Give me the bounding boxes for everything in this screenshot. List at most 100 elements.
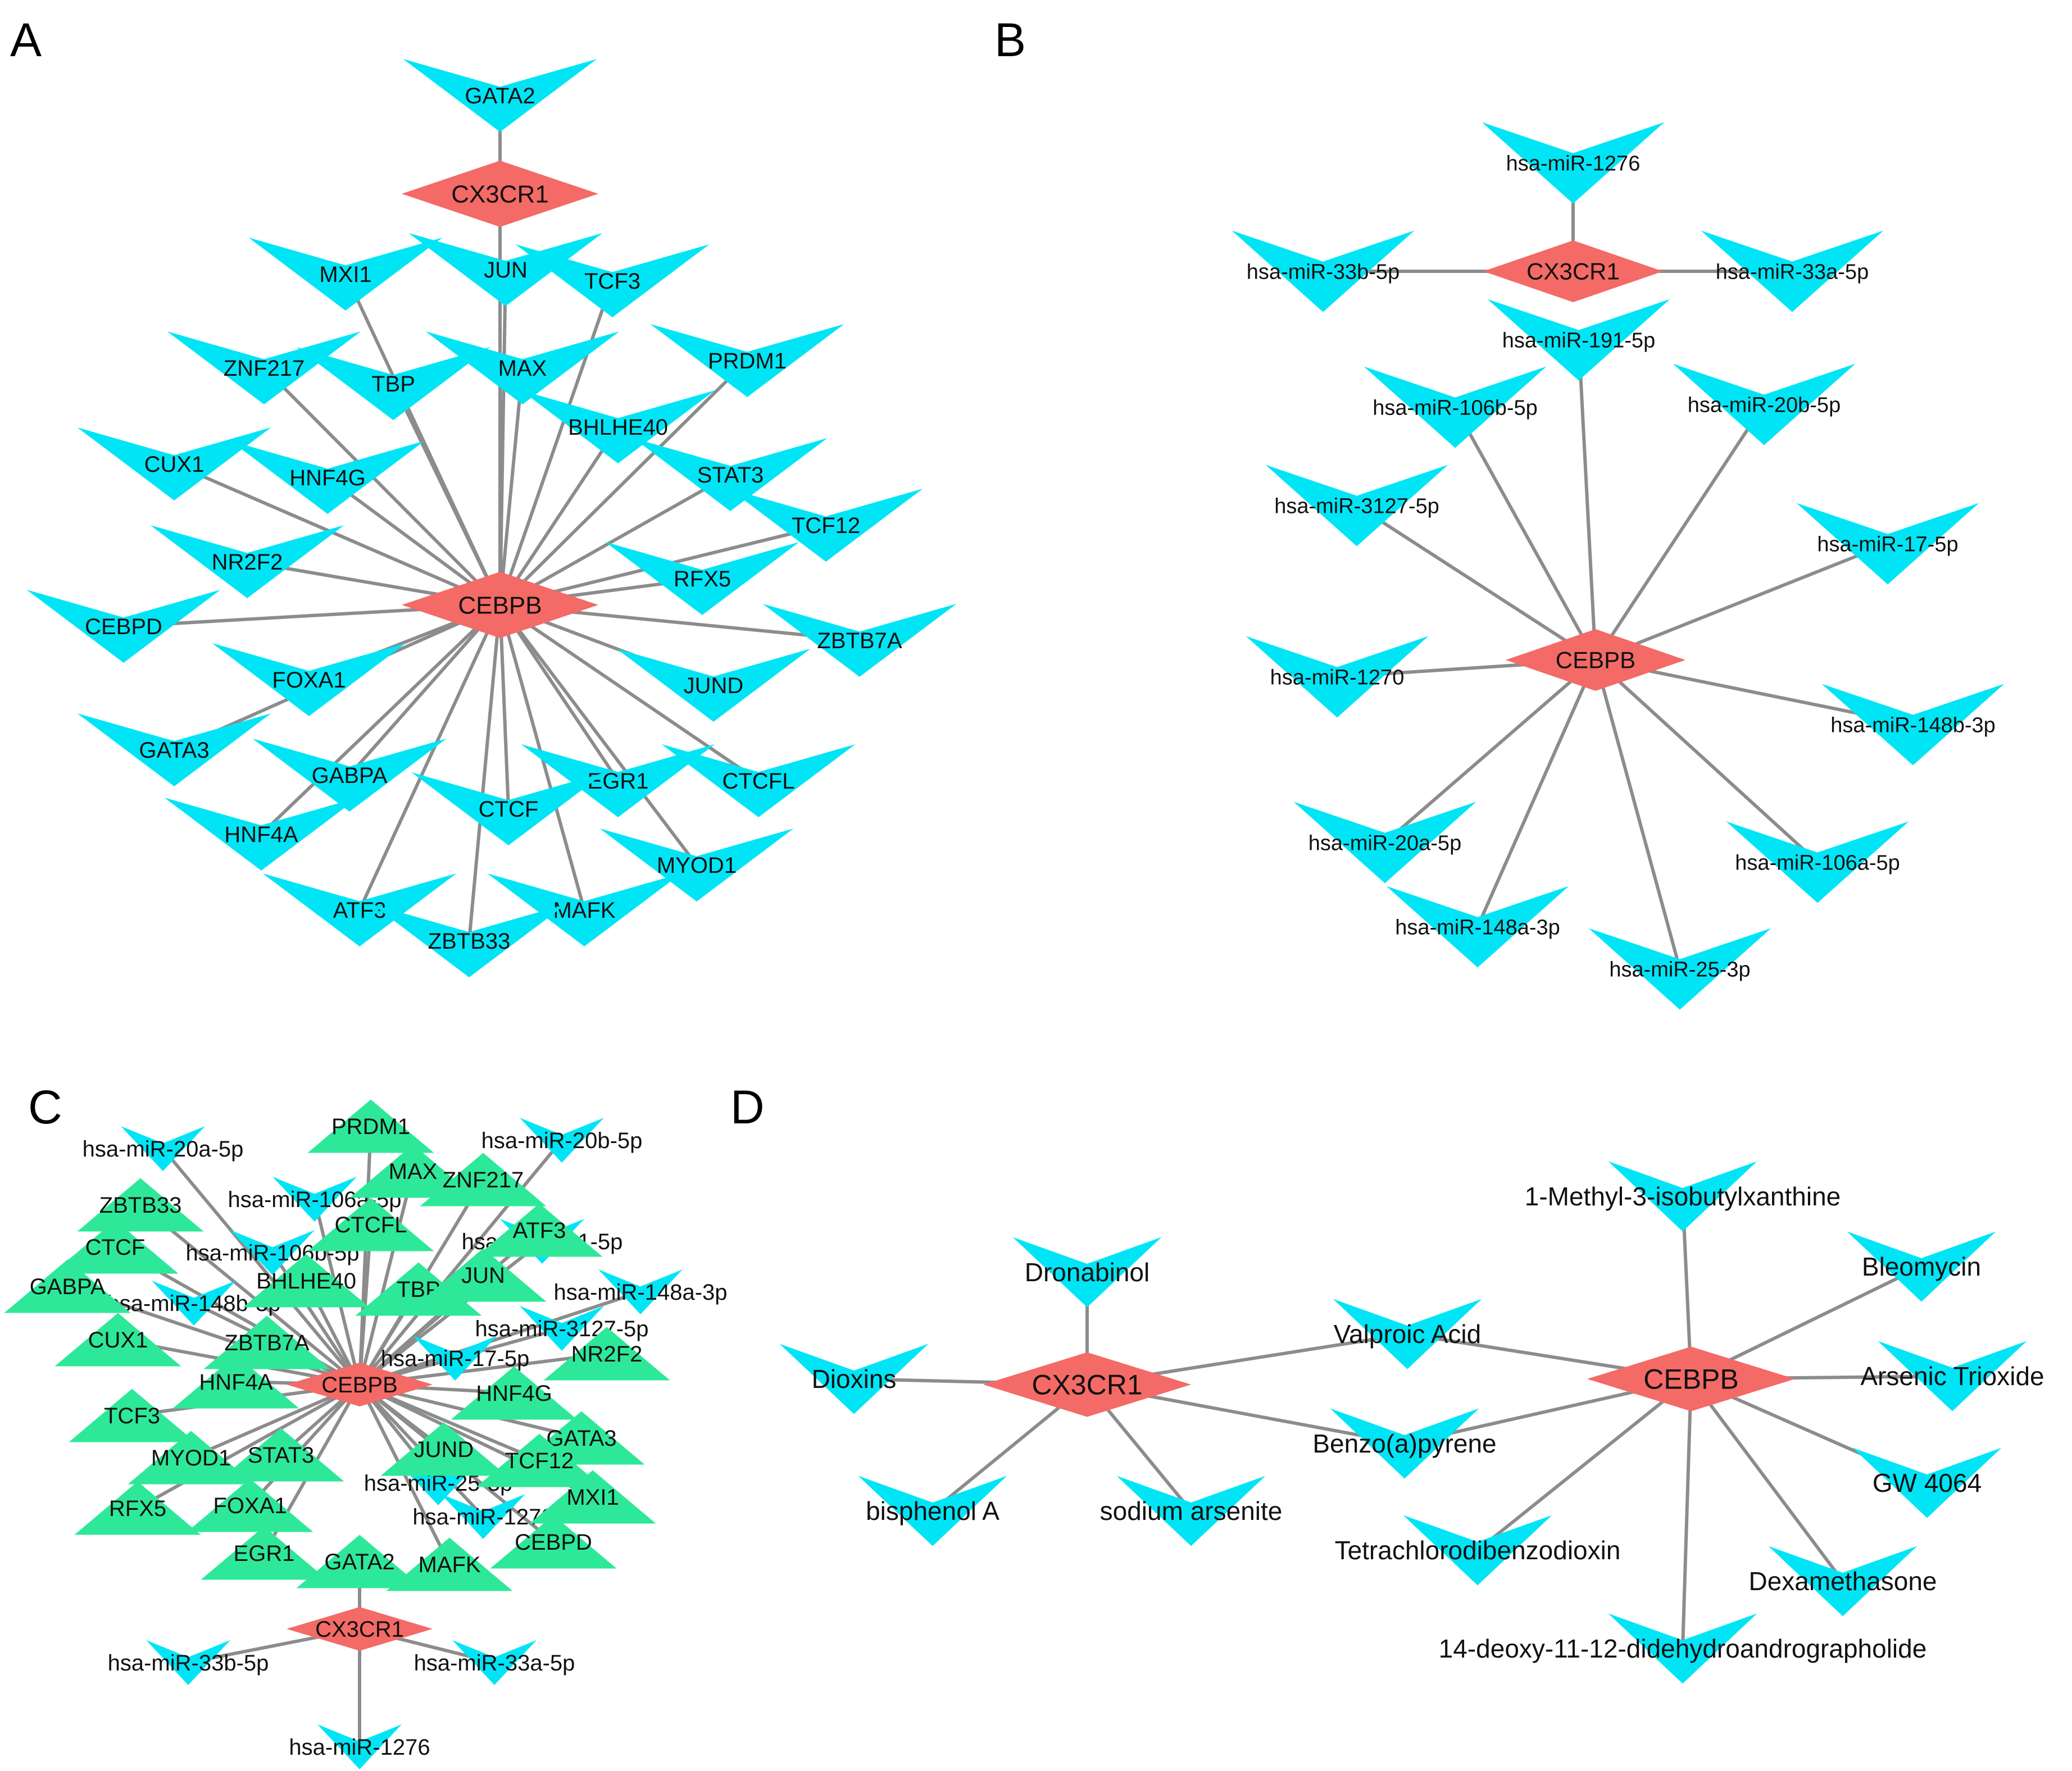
panel-c-shape-hsa-mir-17-5p (413, 1336, 497, 1381)
panel-a-shape-jund (616, 649, 811, 722)
panel-d-label-dioxins: Dioxins (812, 1364, 897, 1394)
panel-b-hub-label-cx3cr1: CX3CR1 (1526, 258, 1620, 285)
panel-b-shape-hsa-mir-20a-5p (1293, 802, 1476, 884)
panel-c-node-bhlhe40: BHLHE40 (243, 1254, 370, 1308)
panel-b-edge-hsa-mir-191-5p (1577, 339, 1597, 661)
panel-a-node-prdm1: PRDM1 (650, 324, 844, 397)
panel-a-label-myod1: MYOD1 (657, 853, 737, 878)
panel-a-shape-stat3 (633, 438, 828, 511)
panel-a-node-gata3: GATA3 (77, 713, 271, 786)
panel-d-node-bleomycin: Bleomycin (1847, 1231, 1996, 1302)
panel-a-node-gata2: GATA2 (403, 59, 597, 132)
panel-d-label-tetrachlorodibenzodioxin: Tetrachlorodibenzodioxin (1335, 1536, 1621, 1565)
panel-b-label-hsa-mir-106b-5p: hsa-miR-106b-5p (1373, 396, 1538, 420)
panel-d-hub-node-cebpb: CEBPB (1587, 1346, 1795, 1412)
panel-c-label-hsa-mir-33b-5p: hsa-miR-33b-5p (108, 1651, 269, 1676)
panel-a-label-hnf4a: HNF4A (224, 822, 298, 847)
panel-c-label-hsa-mir-1276: hsa-miR-1276 (289, 1735, 430, 1760)
panel-a-node-tcf12: TCF12 (729, 489, 923, 562)
panel-a-label-tcf12: TCF12 (792, 513, 860, 538)
panel-b-node-hsa-mir-25-3p: hsa-miR-25-3p (1588, 928, 1771, 1010)
panel-c-shape-tcf12 (476, 1433, 603, 1487)
panel-a-node-hnf4a: HNF4A (164, 798, 358, 871)
panel-c-label-prdm1: PRDM1 (331, 1114, 410, 1139)
panel-a-node-stat3: STAT3 (633, 438, 828, 511)
panel-a-node-tbp: TBP (296, 347, 490, 420)
panel-b-label-hsa-mir-33b-5p: hsa-miR-33b-5p (1247, 260, 1399, 284)
panel-c-label-jund: JUND (414, 1437, 474, 1462)
panel-a-label-hnf4g: HNF4G (289, 466, 366, 490)
panel-a-edge-cux1 (173, 462, 501, 607)
panel-d-label-1-methyl-3-isobutylxanthine: 1-Methyl-3-isobutylxanthine (1525, 1182, 1841, 1211)
panel-c-shape-hnf4a (172, 1355, 299, 1409)
panel-c-node-cux1: CUX1 (54, 1313, 181, 1367)
panel-c-node-hsa-mir-1276: hsa-miR-1276 (289, 1724, 430, 1769)
panel-c-shape-hsa-mir-148a-3p (598, 1269, 683, 1314)
panel-c-edge-max (358, 1171, 415, 1385)
panel-c-shape-znf217 (420, 1153, 547, 1207)
panel-a-shape-myod1 (599, 828, 794, 902)
panel-d-label-valproic-acid: Valproic Acid (1334, 1319, 1482, 1349)
panel-c-node-zbtb33: ZBTB33 (77, 1178, 204, 1232)
panel-d-node-dexamethasone: Dexamethasone (1749, 1546, 1937, 1617)
panel-d-node-valproic-acid: Valproic Acid (1333, 1299, 1482, 1369)
panel-c-shape-hsa-mir-1270 (441, 1494, 525, 1539)
panel-c-label-ctcfl: CTCFL (335, 1213, 407, 1237)
panel-d-node-dronabinol: Dronabinol (1012, 1237, 1162, 1308)
panel-c-shape-ctcf (52, 1220, 179, 1274)
panel-c-label-max: MAX (389, 1159, 438, 1184)
panel-b-label-hsa-mir-25-3p: hsa-miR-25-3p (1609, 958, 1750, 981)
panel-a-edge-hnf4a (260, 603, 502, 836)
panel-d-shape-dexamethasone (1768, 1546, 1917, 1617)
panel-a-node-hnf4g: HNF4G (230, 441, 425, 514)
panel-b-label-hsa-mir-106a-5p: hsa-miR-106a-5p (1735, 851, 1900, 875)
panel-a-shape-jun (408, 233, 603, 306)
panel-b-shape-hsa-mir-1270 (1246, 636, 1429, 718)
panel-c-edge-hsa-mir-20a-5p (161, 1148, 361, 1386)
panel-c-label-ctcf: CTCF (85, 1235, 146, 1260)
panel-c-shape-gabpa (4, 1259, 131, 1313)
panel-b-label-hsa-mir-20b-5p: hsa-miR-20b-5p (1688, 393, 1841, 417)
panel-d-node-sodium-arsenite: sodium arsenite (1100, 1476, 1283, 1546)
panel-c-label-rfx5: RFX5 (109, 1496, 166, 1521)
panel-a-shape-cebpd (26, 590, 221, 663)
panel-d-letter: D (730, 1081, 765, 1133)
panel-c-label-gabpa: GABPA (30, 1274, 106, 1299)
panel-d-label-sodium-arsenite: sodium arsenite (1100, 1496, 1283, 1526)
panel-c-label-cux1: CUX1 (88, 1328, 148, 1353)
panel-a-label-gata3: GATA3 (139, 738, 209, 763)
panel-a-node-foxa1: FOXA1 (212, 643, 406, 716)
panel-a-label-ctcfl: CTCFL (723, 769, 795, 794)
panel-d-hub-node-cx3cr1: CX3CR1 (983, 1352, 1191, 1417)
panel-c-edge-hsa-mir-148a-3p (359, 1290, 641, 1386)
panel-a-hub-shape-cx3cr1 (402, 161, 598, 227)
panel-b-node-hsa-mir-106a-5p: hsa-miR-106a-5p (1726, 821, 1909, 903)
panel-b-node-hsa-mir-20a-5p: hsa-miR-20a-5p (1293, 802, 1476, 884)
panel-a-label-cux1: CUX1 (144, 452, 205, 477)
panel-b-label-hsa-mir-33a-5p: hsa-miR-33a-5p (1716, 260, 1869, 284)
panel-c-shape-hsa-mir-20b-5p (520, 1118, 604, 1163)
panel-c-node-ctcf: CTCF (52, 1220, 179, 1274)
panel-b-edge-hsa-mir-106b-5p (1453, 406, 1597, 661)
panel-a-shape-zbtb33 (372, 904, 566, 977)
panel-c-node-max: MAX (349, 1144, 476, 1198)
panel-c-shape-hsa-mir-148b-3p (152, 1281, 236, 1326)
panel-c-label-foxa1: FOXA1 (213, 1494, 287, 1518)
panel-a-label-atf3: ATF3 (333, 898, 387, 923)
panel-c-node-atf3: ATF3 (476, 1203, 603, 1257)
panel-b-label-hsa-mir-17-5p: hsa-miR-17-5p (1817, 532, 1958, 556)
panel-a-label-gata2: GATA2 (465, 84, 535, 108)
panel-a-label-mxi1: MXI1 (319, 262, 371, 287)
panel-d-label-benzo-a-pyrene: Benzo(a)pyrene (1312, 1429, 1496, 1458)
panel-c-node-tcf12: TCF12 (476, 1433, 603, 1487)
panel-b-shape-hsa-mir-20b-5p (1673, 363, 1856, 445)
panel-b-shape-hsa-mir-25-3p (1588, 928, 1771, 1010)
panel-c-hub-node-cebpb: CEBPB (287, 1363, 433, 1406)
panel-a-edge-ctcf (498, 604, 510, 809)
panel-a-edge-egr1 (498, 604, 620, 782)
panel-a-shape-tcf3 (515, 244, 710, 317)
panel-a-edge-myod1 (498, 604, 698, 866)
panel-c-node-foxa1: FOXA1 (187, 1478, 313, 1532)
panel-d-hub-label-cebpb: CEBPB (1643, 1364, 1739, 1395)
panel-a-shape-rfx5 (605, 542, 799, 615)
